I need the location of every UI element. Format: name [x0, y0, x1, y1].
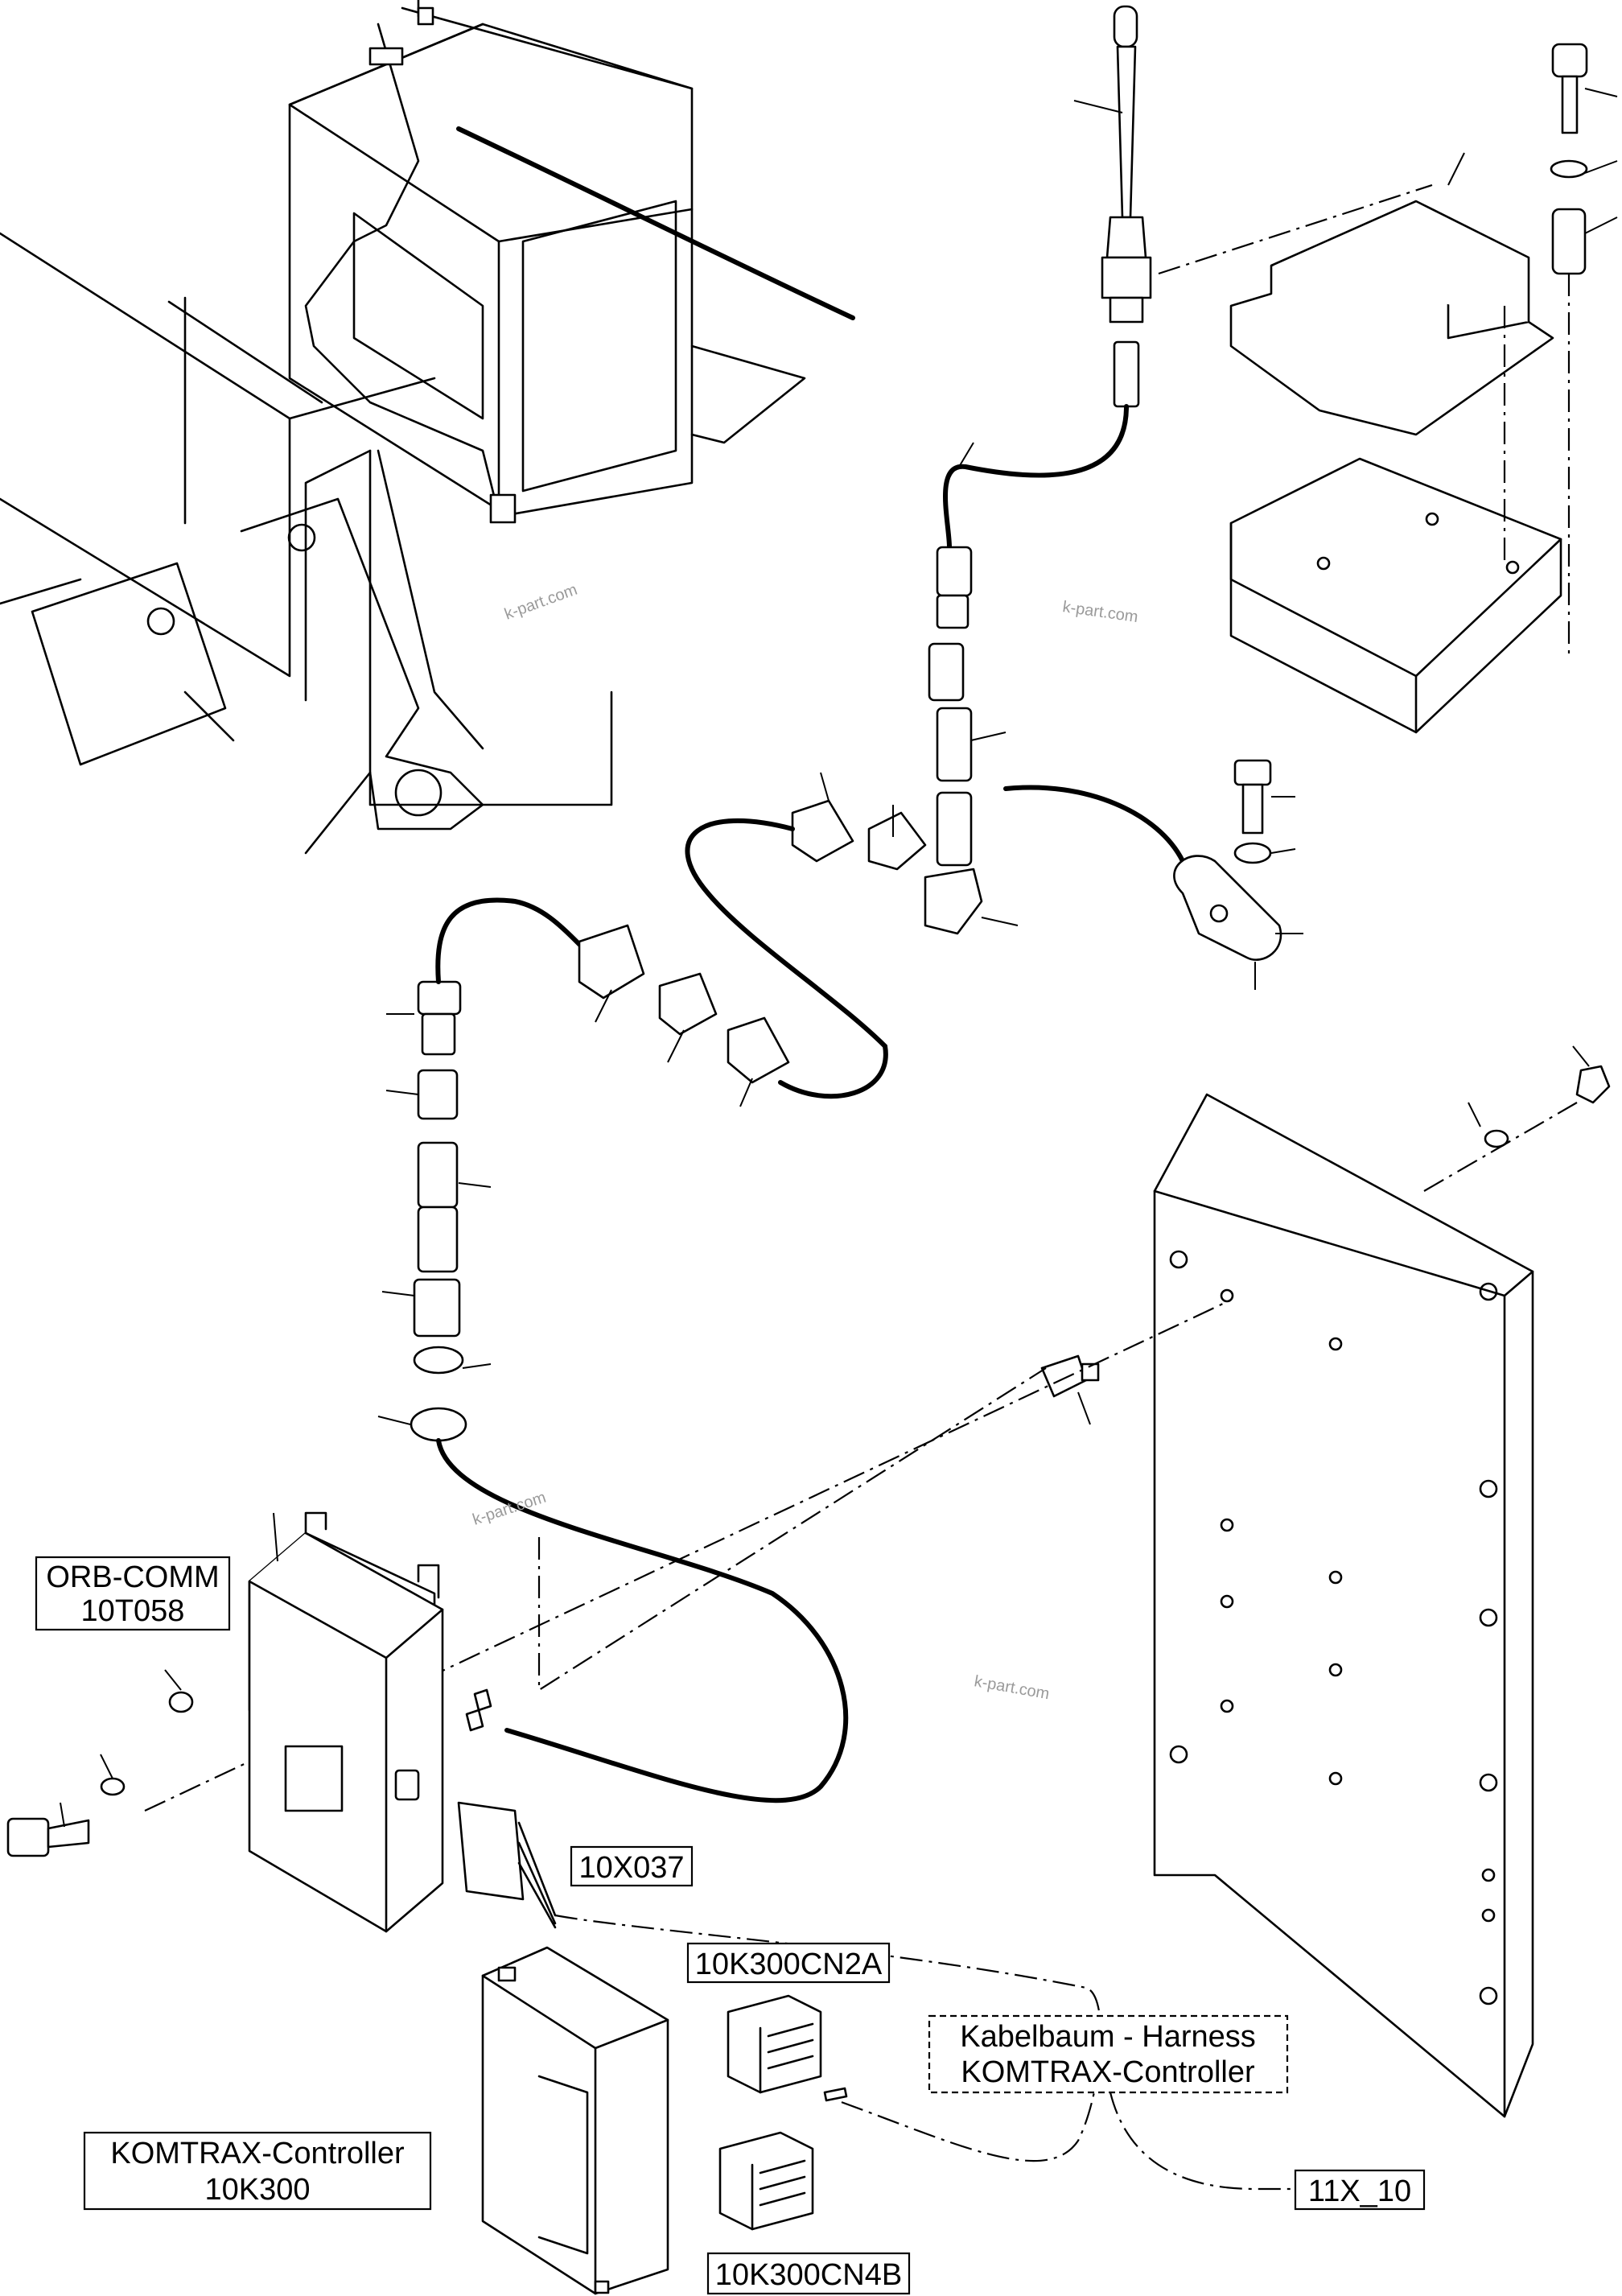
label-cn2a: 10K300CN2A — [686, 1942, 891, 1984]
coax-connector-chain-lower — [377, 897, 849, 1803]
label-harness: Kabelbaum - Harness KOMTRAX-Controller — [928, 2014, 1289, 2094]
connector-cn2a-plug — [727, 1994, 822, 2094]
label-cn4b-text: 10K300CN4B — [715, 2258, 902, 2292]
connector-10x037-plug — [457, 1801, 557, 1929]
harness-route-line — [554, 1914, 1102, 2162]
label-orbcomm-line1: ORB-COMM — [46, 1560, 219, 1594]
watermark-3: k-part.com — [471, 1489, 549, 1529]
label-cn2a-text: 10K300CN2A — [695, 1948, 883, 1981]
label-11x10: 11X_10 — [1294, 2169, 1426, 2211]
label-controller-line2: 10K300 — [204, 2173, 310, 2207]
komtrax-controller-unit — [481, 1946, 669, 2295]
coax-connector-chain-upper — [685, 546, 1185, 1099]
connector-cn4b-plug — [718, 2131, 814, 2231]
label-harness-line1: Kabelbaum - Harness — [960, 2020, 1256, 2054]
antenna — [943, 5, 1152, 550]
clamp-assembly — [1173, 759, 1303, 990]
label-orbcomm-line2: 10T058 — [81, 1594, 185, 1628]
watermark-2: k-part.com — [1061, 598, 1139, 626]
terminal-pin — [823, 2087, 848, 2102]
orbcomm-unit — [6, 1511, 492, 1933]
label-10x037: 10X037 — [570, 1845, 694, 1887]
alignment-line-2 — [537, 1367, 1047, 1692]
watermark-4: k-part.com — [973, 1672, 1051, 1703]
machine-cab-drawing — [0, 0, 855, 855]
label-orbcomm: ORB-COMM 10T058 — [35, 1556, 231, 1631]
label-harness-line2: KOMTRAX-Controller — [961, 2055, 1255, 2089]
label-11x10-text: 11X_10 — [1308, 2174, 1411, 2208]
label-komtrax-controller: KOMTRAX-Controller 10K300 — [83, 2131, 432, 2211]
label-cn4b: 10K300CN4B — [706, 2252, 911, 2295]
mounting-plate — [1040, 1045, 1611, 2118]
bracket-assembly — [1158, 43, 1618, 734]
label-10x037-text: 10X037 — [578, 1851, 684, 1885]
label-controller-line1: KOMTRAX-Controller — [110, 2137, 405, 2170]
harness-branch-line — [1109, 2092, 1295, 2191]
watermark-1: k-part.com — [502, 581, 579, 624]
